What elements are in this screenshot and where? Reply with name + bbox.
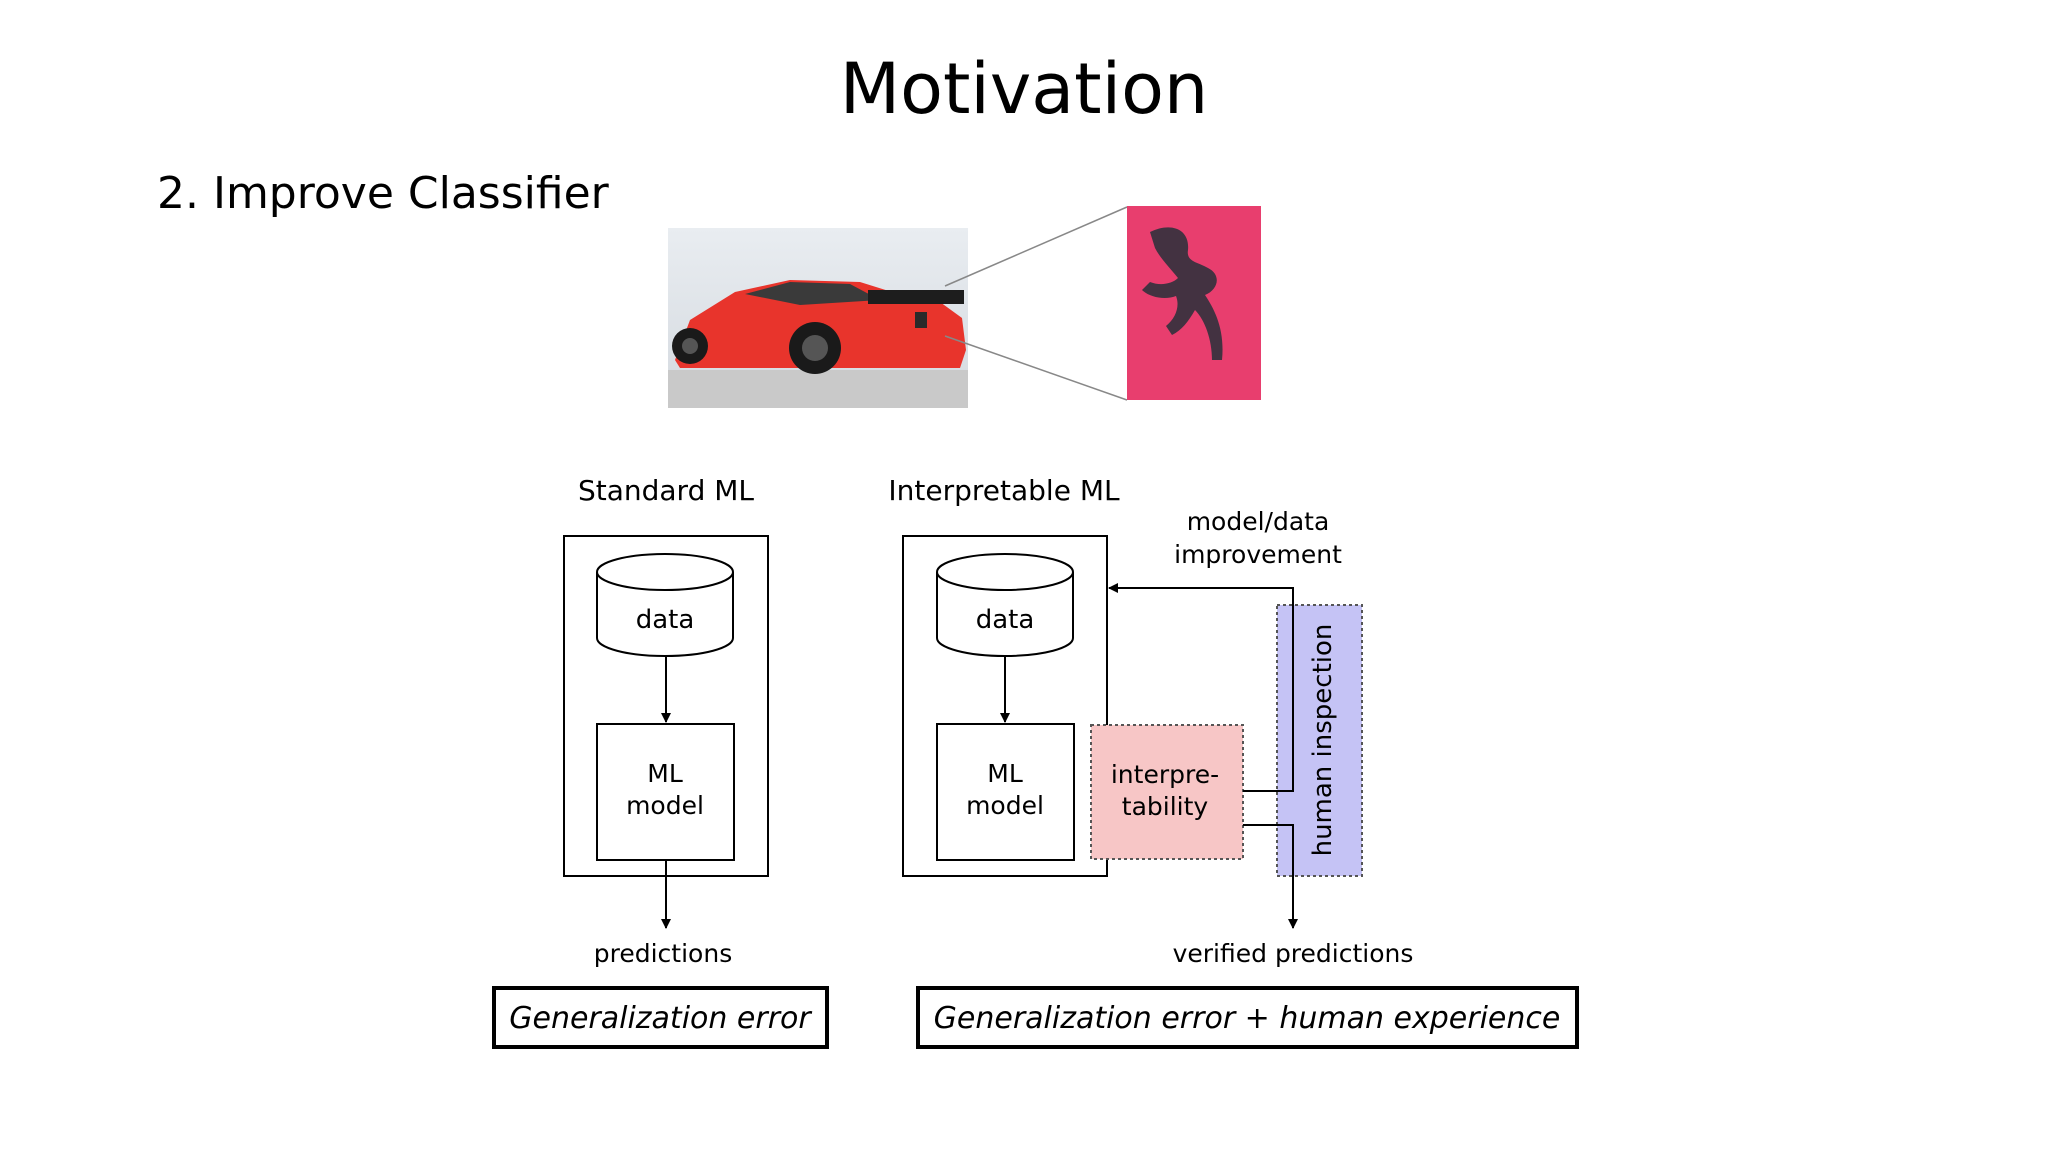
standard-data-cylinder [596, 553, 734, 657]
standard-model-label-line2: model [626, 791, 704, 820]
logo-zoom [1127, 206, 1261, 400]
interpretable-error-label: Generalization error + human experience [934, 1001, 1561, 1036]
interpretable-model-label-line2: model [966, 791, 1044, 820]
standard-output-label: predictions [594, 939, 732, 968]
feedback-arrow [1108, 583, 1294, 792]
feedback-label-line1: model/data [1187, 507, 1330, 536]
standard-error-box [492, 986, 829, 1049]
standard-ml-heading: Standard ML [578, 474, 754, 507]
standard-data-label: data [636, 605, 695, 635]
human-inspection-label: human inspection [1308, 624, 1338, 857]
standard-error-label: Generalization error [509, 1001, 812, 1036]
interpretable-ml-model-box [936, 723, 1075, 861]
feedback-label-line2: improvement [1174, 540, 1342, 569]
interpretable-ml-frame [902, 535, 1108, 877]
interpretable-ml-heading: Interpretable ML [888, 474, 1120, 507]
prancing-horse-icon [1142, 227, 1223, 360]
interpretable-data-cylinder [936, 553, 1074, 657]
interpretable-error-box [916, 986, 1579, 1049]
interpretability-label-line2: tability [1122, 792, 1209, 821]
zoom-line-top [944, 206, 1128, 287]
car-window [745, 282, 880, 305]
slide-subtitle: 2. Improve Classifier [157, 168, 609, 219]
zoom-line-bottom [944, 335, 1128, 401]
interpretable-model-label-line1: ML [987, 759, 1023, 788]
standard-ml-model-box [596, 723, 735, 861]
interpretability-label-line1: interpre- [1111, 760, 1219, 789]
interpretability-box [1090, 724, 1244, 860]
standard-model-label-line1: ML [647, 759, 683, 788]
interpretable-data-label: data [976, 605, 1035, 635]
human-inspection-box [1276, 604, 1363, 877]
car-photo [668, 228, 968, 408]
verified-output-arrow [1243, 824, 1298, 929]
interpretable-output-label: verified predictions [1173, 939, 1414, 968]
car-spoiler [868, 290, 964, 304]
slide-title: Motivation [839, 48, 1209, 130]
